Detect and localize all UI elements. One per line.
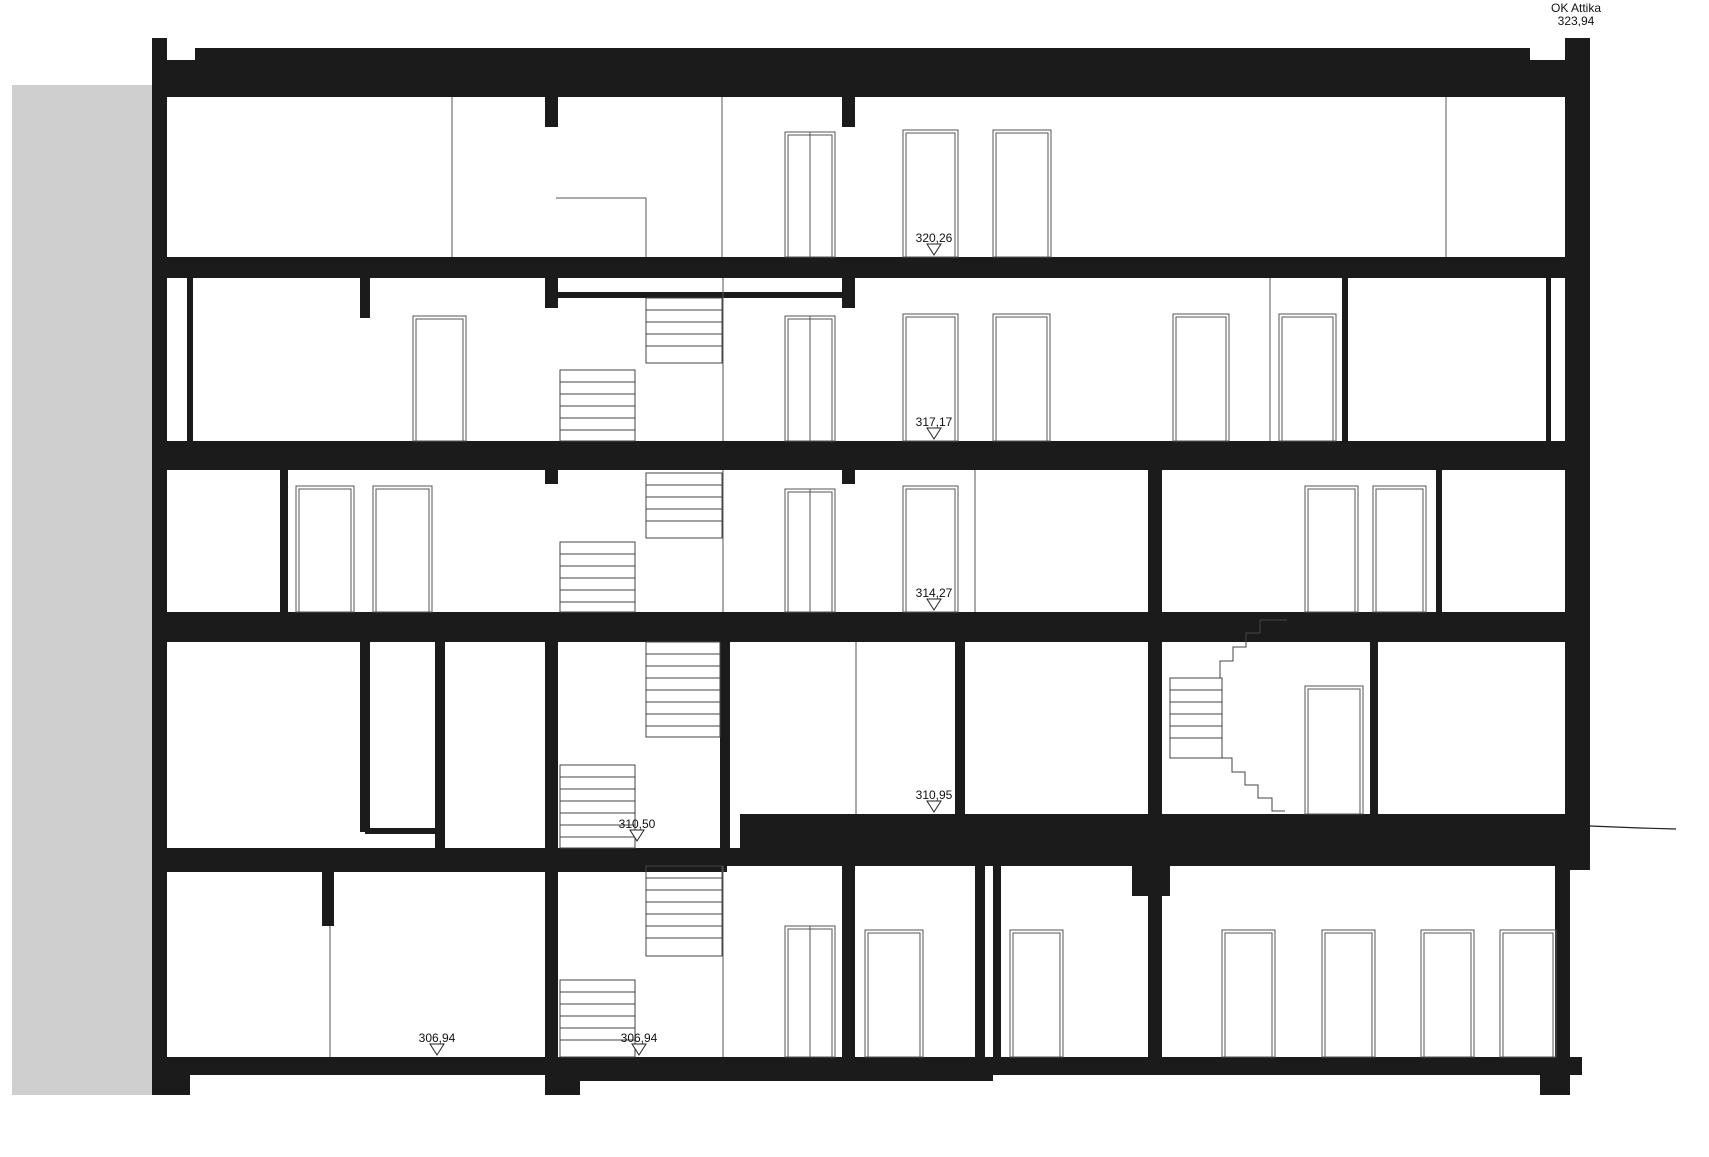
level-label-top-floor: 320,26 bbox=[916, 231, 953, 245]
level-label-basement-left: 306,94 bbox=[419, 1031, 456, 1045]
interior-lines bbox=[329, 97, 1447, 1057]
level-label-basement-stair: 306,94 bbox=[621, 1031, 658, 1045]
structure bbox=[152, 38, 1590, 1095]
level-label-first-floor: 310,95 bbox=[916, 788, 953, 802]
level-label-second-floor: 314,27 bbox=[916, 586, 953, 600]
level-label-third-floor: 317,17 bbox=[916, 415, 953, 429]
stair-core bbox=[559, 297, 1287, 1058]
attika-label: OK Attika bbox=[1551, 1, 1601, 15]
level-label-stair-landing: 310,50 bbox=[619, 817, 656, 831]
attika-level: 323,94 bbox=[1558, 14, 1595, 28]
doors bbox=[295, 129, 1557, 1058]
level-markers bbox=[429, 243, 942, 1056]
adjacent-building bbox=[12, 85, 152, 1095]
terrain-line bbox=[1589, 825, 1677, 830]
